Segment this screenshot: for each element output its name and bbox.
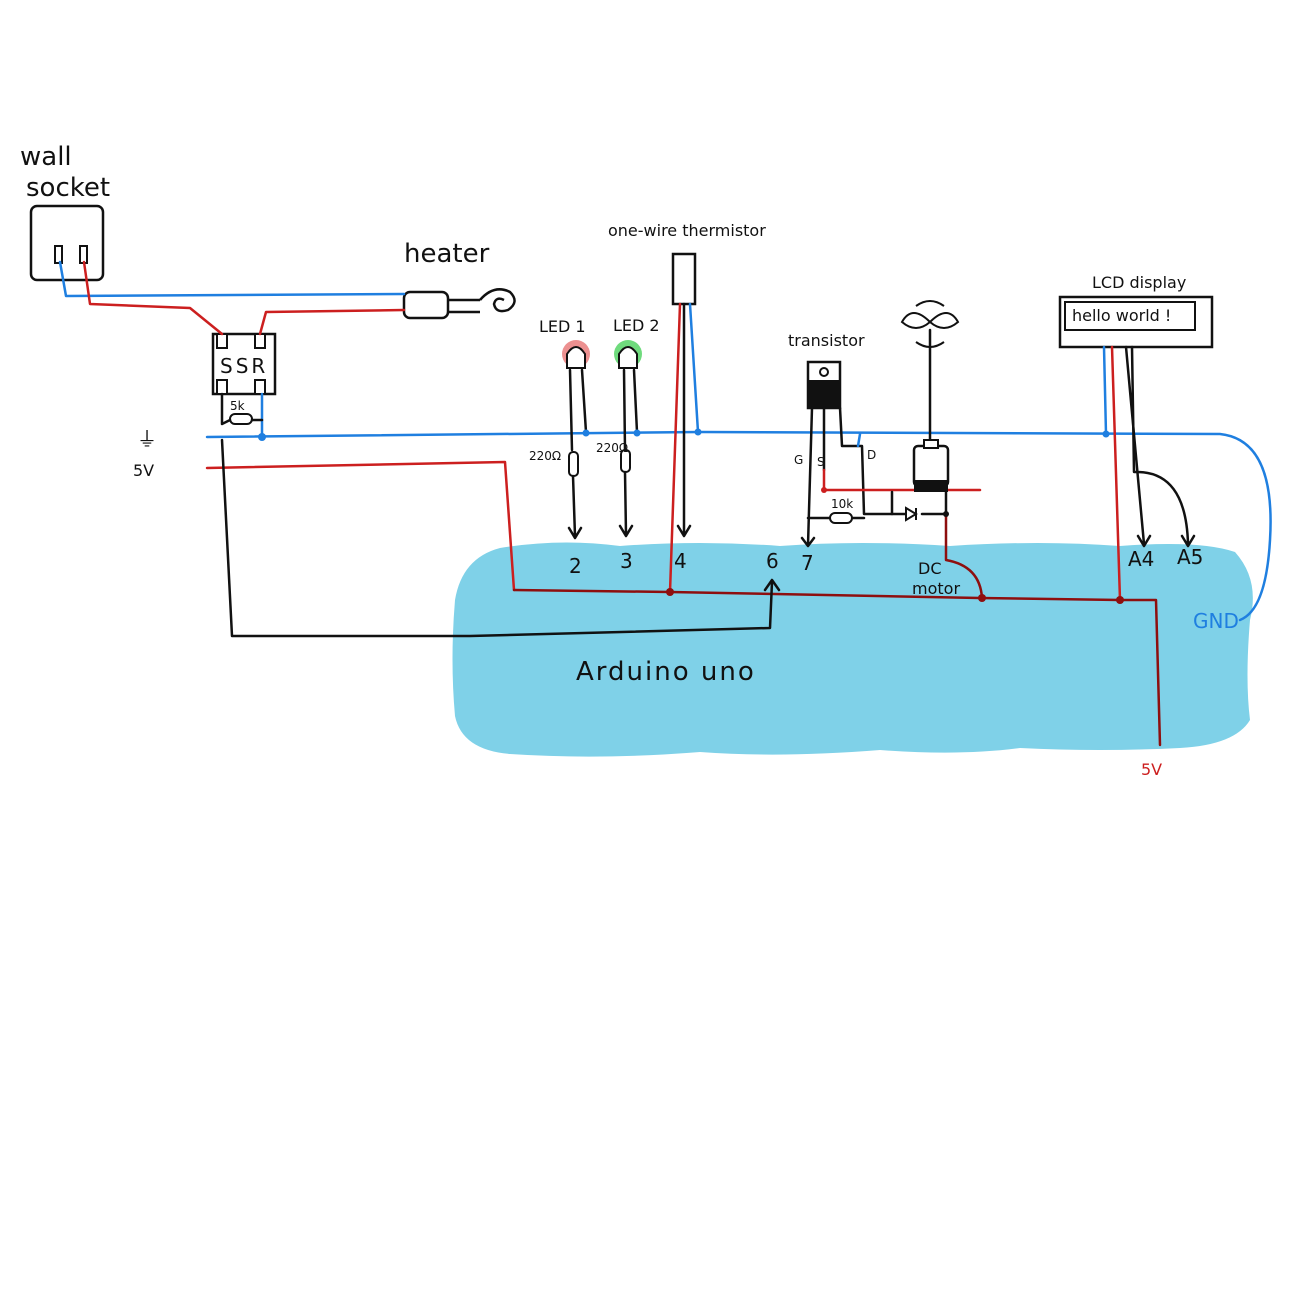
- transistor: [806, 360, 842, 410]
- led-1-label: LED 1: [539, 317, 586, 336]
- thermistor-label: one-wire thermistor: [608, 221, 766, 240]
- socket-label: socket: [26, 173, 110, 203]
- board-label: Arduino uno: [576, 657, 756, 687]
- ground-symbol: ⏚: [137, 427, 157, 451]
- led-2-resistor-label: 220Ω: [596, 441, 628, 455]
- transistor-resistor-label: 10k: [831, 497, 853, 511]
- dc-motor: [912, 439, 950, 492]
- heater: [402, 288, 516, 320]
- motor-label: motor: [912, 579, 960, 598]
- thermistor: [671, 252, 697, 306]
- junction-dots: [258, 428, 1124, 604]
- arduino-board: [452, 542, 1253, 757]
- pin-6-label: 6: [766, 549, 779, 573]
- dc-label: DC: [918, 559, 942, 578]
- led-1-resistor-label: 220Ω: [529, 449, 561, 463]
- led-1-resistor: [568, 451, 579, 477]
- pin-3-label: 3: [620, 549, 633, 573]
- five-v-bottom-label: 5V: [1141, 760, 1162, 779]
- five-v-left-label: 5V: [133, 461, 154, 480]
- transistor-pin-d: D: [867, 448, 876, 462]
- led-2-label: LED 2: [613, 316, 660, 335]
- transistor-pin-s: S: [817, 455, 825, 469]
- led-1: [562, 340, 590, 369]
- transistor-pin-g: G: [794, 453, 803, 467]
- heater-label: heater: [404, 239, 490, 269]
- ssr-resistor-label: 5k: [230, 399, 245, 413]
- ssr-relay: [211, 332, 277, 396]
- pin-7-label: 7: [801, 551, 814, 575]
- ssr-resistor: [229, 413, 253, 425]
- lcd-screen-text: hello world !: [1072, 306, 1171, 325]
- gnd-label: GND: [1193, 609, 1239, 633]
- transistor-label: transistor: [788, 331, 865, 350]
- fan-icon: [900, 300, 960, 348]
- lcd-title: LCD display: [1092, 273, 1186, 292]
- wall-socket: [29, 204, 105, 282]
- lcd-display: [1058, 295, 1214, 349]
- ssr-label: SSR: [220, 354, 268, 378]
- transistor-resistor: [829, 512, 853, 524]
- led-2: [614, 340, 642, 369]
- pin-4-label: 4: [674, 549, 687, 573]
- pin-a5-label: A5: [1177, 545, 1203, 569]
- wall-label: wall: [20, 142, 72, 172]
- pin-2-label: 2: [569, 554, 582, 578]
- pin-a4-label: A4: [1128, 547, 1154, 571]
